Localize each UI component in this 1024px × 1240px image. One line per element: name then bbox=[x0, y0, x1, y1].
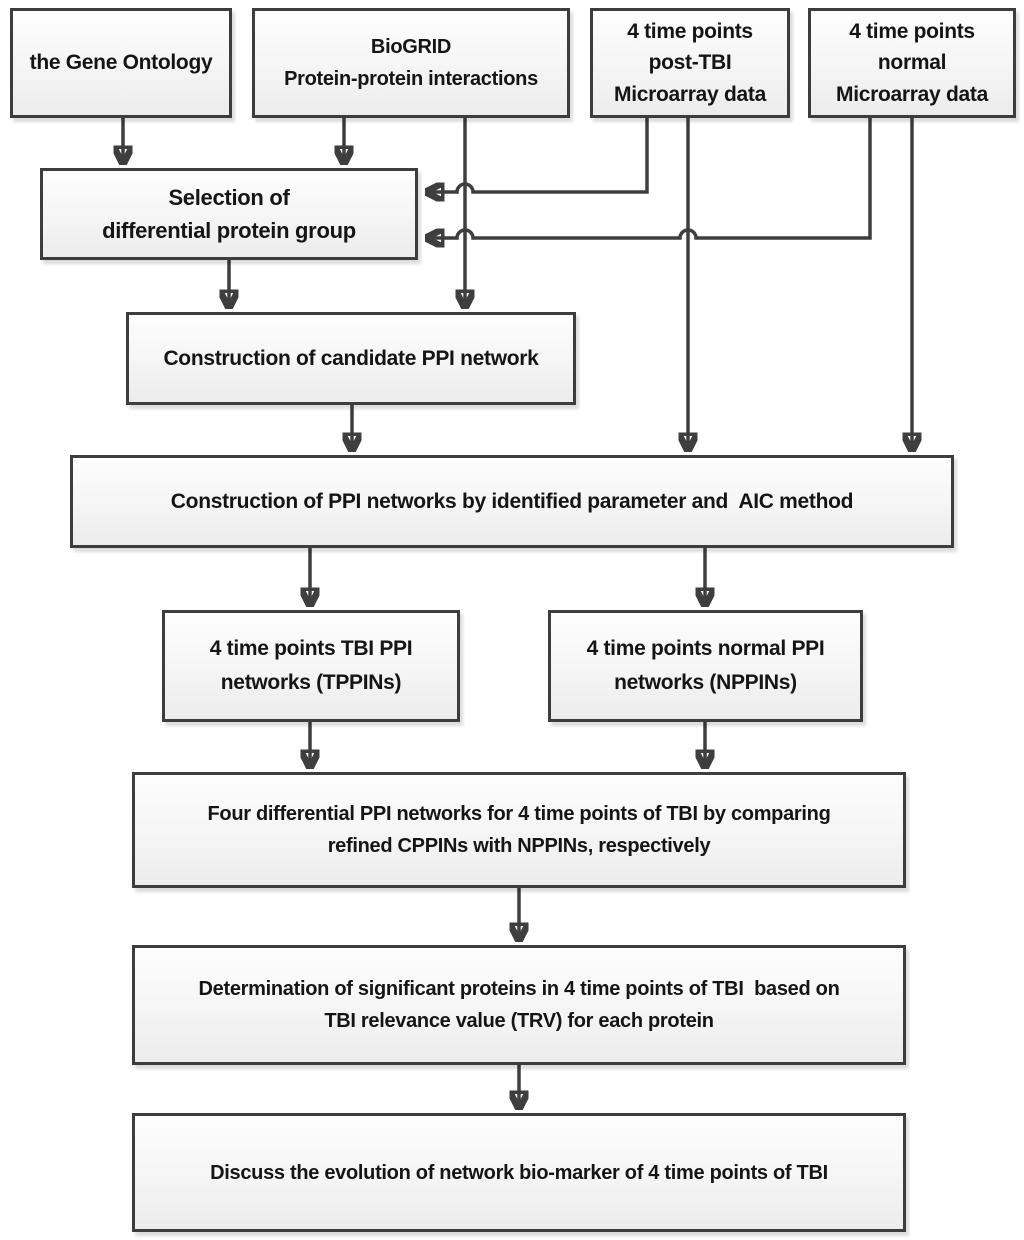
node-tppins: 4 time points TBI PPI networks (TPPINs) bbox=[162, 610, 460, 722]
connector-posttbi-to-selection bbox=[427, 118, 649, 192]
node-gene-ontology: the Gene Ontology bbox=[10, 8, 232, 118]
node-biogrid-ppi: BioGRID Protein-protein interactions bbox=[252, 8, 570, 118]
node-nppins: 4 time points normal PPI networks (NPPIN… bbox=[548, 610, 863, 722]
node-discuss-network-biomarker-evolution: Discuss the evolution of network bio-mar… bbox=[132, 1113, 906, 1232]
node-candidate-ppi-network: Construction of candidate PPI network bbox=[126, 312, 576, 405]
node-selection-differential-protein-group: Selection of differential protein group bbox=[40, 168, 418, 260]
node-post-tbi-microarray-data: 4 time points post-TBI Microarray data bbox=[590, 8, 790, 118]
node-normal-microarray-data: 4 time points normal Microarray data bbox=[808, 8, 1016, 118]
connector-normaldata-to-selection bbox=[427, 118, 872, 238]
node-ppi-networks-aic-method: Construction of PPI networks by identifi… bbox=[70, 455, 954, 548]
node-determination-significant-proteins: Determination of significant proteins in… bbox=[132, 945, 906, 1065]
node-four-differential-ppi-networks: Four differential PPI networks for 4 tim… bbox=[132, 772, 906, 888]
